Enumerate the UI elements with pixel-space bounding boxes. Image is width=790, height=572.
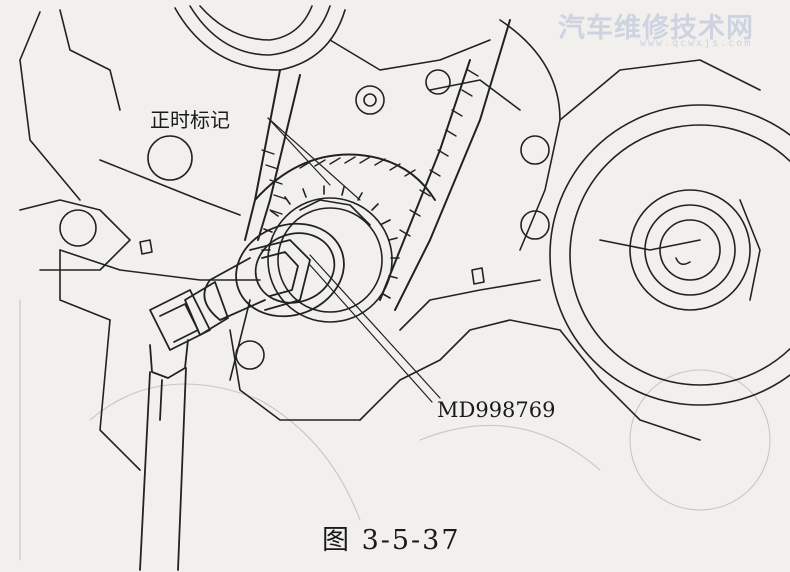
- watermark-url: www.qcwxjs.com: [640, 38, 753, 49]
- belt-teeth: [261, 69, 479, 237]
- crankshaft-sprocket: [261, 185, 400, 323]
- watermark-logo: 汽车维修技术网: [558, 13, 754, 44]
- right-pulley: [549, 104, 790, 406]
- timing-mark-label: 正时标记: [150, 108, 230, 132]
- engine-housing: [59, 19, 761, 471]
- tool-part-number-label: MD998769: [437, 398, 556, 422]
- timing-belt: [244, 19, 511, 311]
- special-tool: [139, 222, 345, 571]
- figure-caption: 图 3-5-37: [322, 525, 461, 556]
- leader-lines: [267, 117, 441, 403]
- camshaft-sprocket-outline: [19, 5, 346, 271]
- background-ghost-lines: [19, 299, 771, 561]
